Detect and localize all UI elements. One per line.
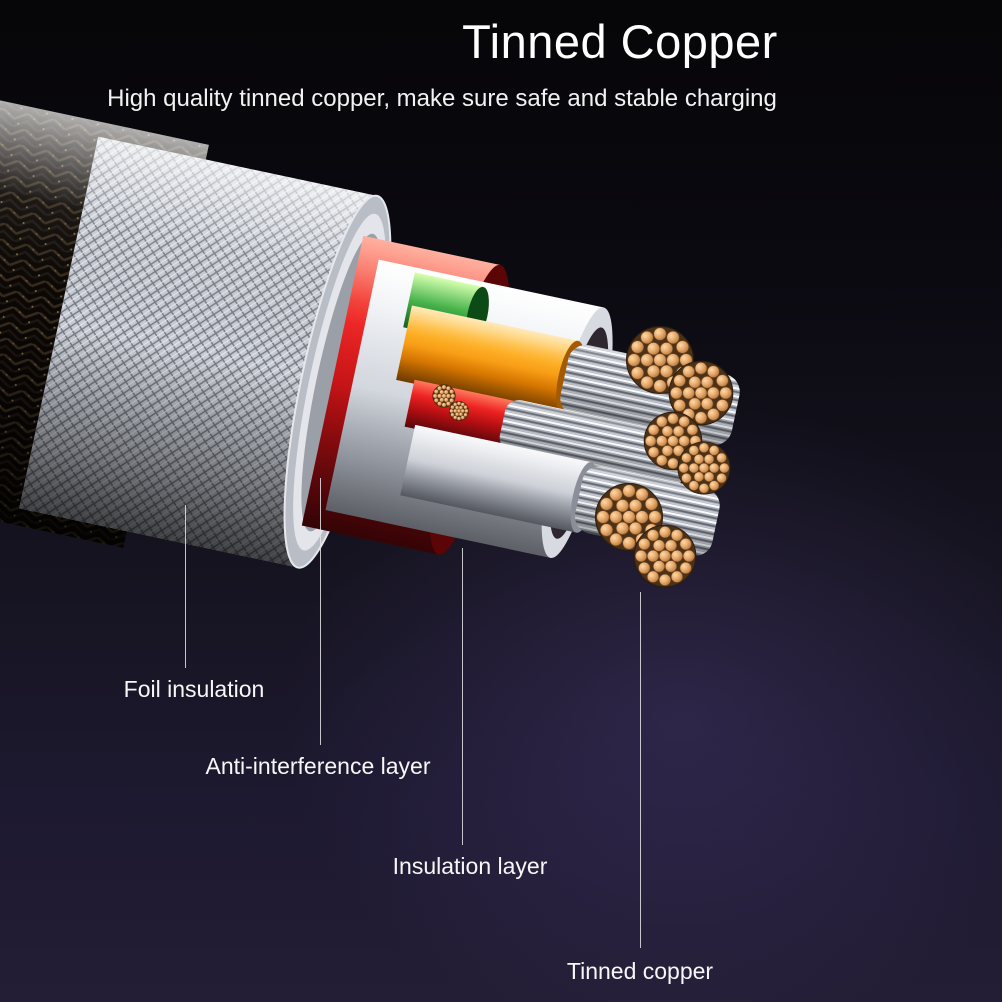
callout-label-foil-insulation: Foil insulation — [123, 676, 265, 702]
callout-line-foil-insulation — [185, 505, 186, 668]
callout-line-tinned-copper — [640, 592, 641, 948]
callout-label-tinned-copper: Tinned copper — [566, 958, 714, 984]
metal-shield-mesh-layer — [19, 136, 392, 569]
callout-label-insulation-layer: Insulation layer — [392, 853, 548, 879]
callout-line-anti-interference-layer — [320, 478, 321, 745]
page-subtitle: High quality tinned copper, make sure sa… — [107, 85, 777, 112]
orange-wire — [396, 305, 740, 446]
callout-label-anti-interference-layer: Anti-interference layer — [205, 753, 431, 779]
page-title: Tinned Copper — [462, 15, 778, 68]
callout-line-insulation-layer — [462, 548, 463, 845]
